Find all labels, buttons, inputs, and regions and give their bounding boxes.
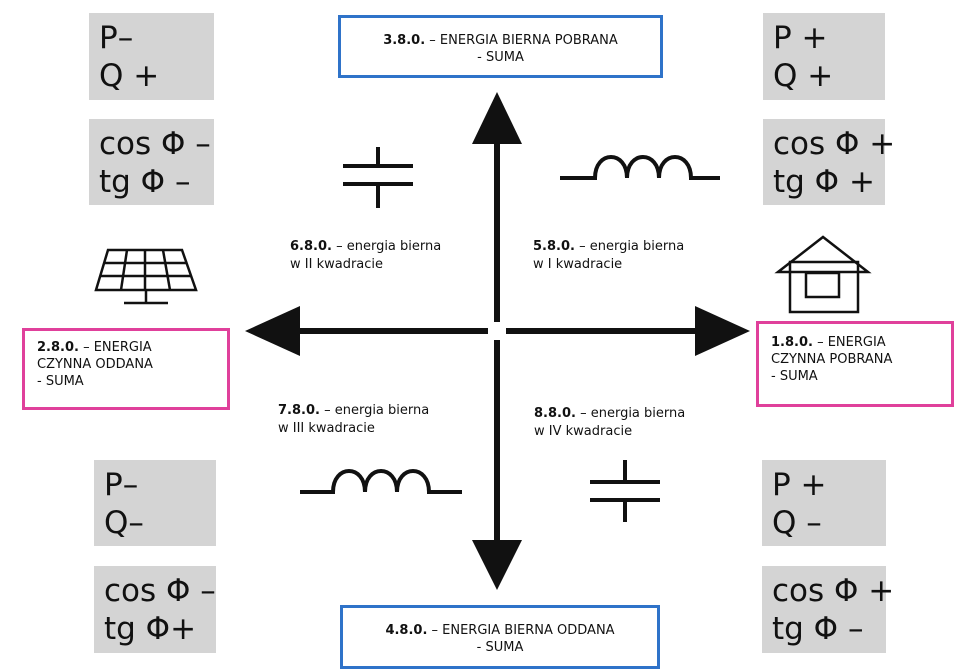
bottom-box-code: 4.8.0.	[385, 623, 428, 638]
q4-code: 8.8.0.	[534, 406, 576, 421]
q2-line2: w II kwadracie	[290, 257, 384, 272]
top-box-code: 3.8.0.	[383, 33, 426, 48]
br-pq-line1: P +	[772, 467, 827, 503]
q3-line2: w III kwadracie	[278, 421, 375, 436]
right-box-line2: CZYNNA POBRANA	[771, 352, 893, 367]
q1-line2: w I kwadracie	[533, 257, 623, 272]
bl-cos-line2: tg Φ+	[104, 611, 197, 647]
top-box-line2: - SUMA	[477, 50, 524, 65]
top-reactive-import-box: 3.8.0. – ENERGIA BIERNA POBRANA - SUMA	[338, 15, 663, 78]
house-icon	[774, 235, 872, 314]
left-active-export-box: 2.8.0. – ENERGIA CZYNNA ODDANA - SUMA	[22, 328, 230, 410]
top-right-power-signs-box: P + Q +	[763, 13, 885, 100]
bl-pq-line2: Q–	[104, 505, 144, 541]
bl-cos-line1: cos Φ –	[104, 573, 216, 609]
top-left-power-signs-box: P– Q +	[89, 13, 214, 100]
br-cos-line1: cos Φ +	[772, 573, 895, 609]
tr-pq-line2: Q +	[773, 58, 834, 94]
quadrant-3-label: 7.8.0. – energia bierna w III kwadracie	[278, 402, 429, 438]
quadrant-2-label: 6.8.0. – energia bierna w II kwadracie	[290, 238, 441, 274]
arrow-down-icon	[472, 540, 522, 590]
left-box-label: – ENERGIA	[78, 340, 152, 355]
right-box-label: – ENERGIA	[812, 335, 886, 350]
arrow-right-icon	[695, 306, 750, 356]
q2-text: – energia bierna	[331, 239, 442, 254]
tr-cos-line2: tg Φ +	[773, 164, 875, 200]
top-right-cos-tg-box: cos Φ + tg Φ +	[763, 119, 896, 205]
right-active-import-box: 1.8.0. – ENERGIA CZYNNA POBRANA - SUMA	[756, 321, 954, 407]
arrow-left-icon	[245, 306, 300, 356]
right-box-code: 1.8.0.	[771, 335, 813, 350]
quadrant-1-label: 5.8.0. – energia bierna w I kwadracie	[533, 238, 684, 274]
tr-pq-line1: P +	[773, 20, 828, 56]
q1-code: 5.8.0.	[533, 239, 575, 254]
tl-cos-line2: tg Φ –	[99, 164, 191, 200]
quadrant-4-label: 8.8.0. – energia bierna w IV kwadracie	[534, 405, 685, 441]
tl-pq-line1: P–	[99, 20, 134, 56]
br-cos-line2: tg Φ –	[772, 611, 864, 647]
bottom-right-cos-tg-box: cos Φ + tg Φ –	[762, 566, 895, 653]
top-box-label: – ENERGIA BIERNA POBRANA	[425, 33, 618, 48]
bl-pq-line1: P–	[104, 467, 139, 503]
right-box-line3: - SUMA	[771, 369, 818, 384]
q4-text: – energia bierna	[575, 406, 686, 421]
solar-panel-icon	[94, 248, 198, 305]
bottom-left-power-signs-box: P– Q–	[94, 460, 216, 546]
q1-text: – energia bierna	[574, 239, 685, 254]
capacitor-icon	[590, 460, 660, 522]
inductor-icon	[560, 155, 720, 180]
capacitor-icon	[343, 147, 413, 208]
bottom-reactive-export-box: 4.8.0. – ENERGIA BIERNA ODDANA - SUMA	[340, 605, 660, 669]
inductor-icon	[300, 469, 462, 494]
bottom-right-power-signs-box: P + Q –	[762, 460, 886, 546]
top-left-cos-tg-box: cos Φ – tg Φ –	[89, 119, 214, 205]
q3-text: – energia bierna	[319, 403, 430, 418]
left-box-line3: - SUMA	[37, 374, 84, 389]
bottom-box-label: – ENERGIA BIERNA ODDANA	[427, 623, 615, 638]
bottom-left-cos-tg-box: cos Φ – tg Φ+	[94, 566, 216, 653]
q4-line2: w IV kwadracie	[534, 424, 633, 439]
tl-pq-line2: Q +	[99, 58, 160, 94]
left-box-code: 2.8.0.	[37, 340, 79, 355]
tr-cos-line1: cos Φ +	[773, 126, 896, 162]
q2-code: 6.8.0.	[290, 239, 332, 254]
bottom-box-line2: - SUMA	[476, 640, 524, 655]
br-pq-line2: Q –	[772, 505, 822, 541]
tl-cos-line1: cos Φ –	[99, 126, 211, 162]
q3-code: 7.8.0.	[278, 403, 320, 418]
left-box-line2: CZYNNA ODDANA	[37, 357, 153, 372]
arrow-up-icon	[472, 92, 522, 144]
